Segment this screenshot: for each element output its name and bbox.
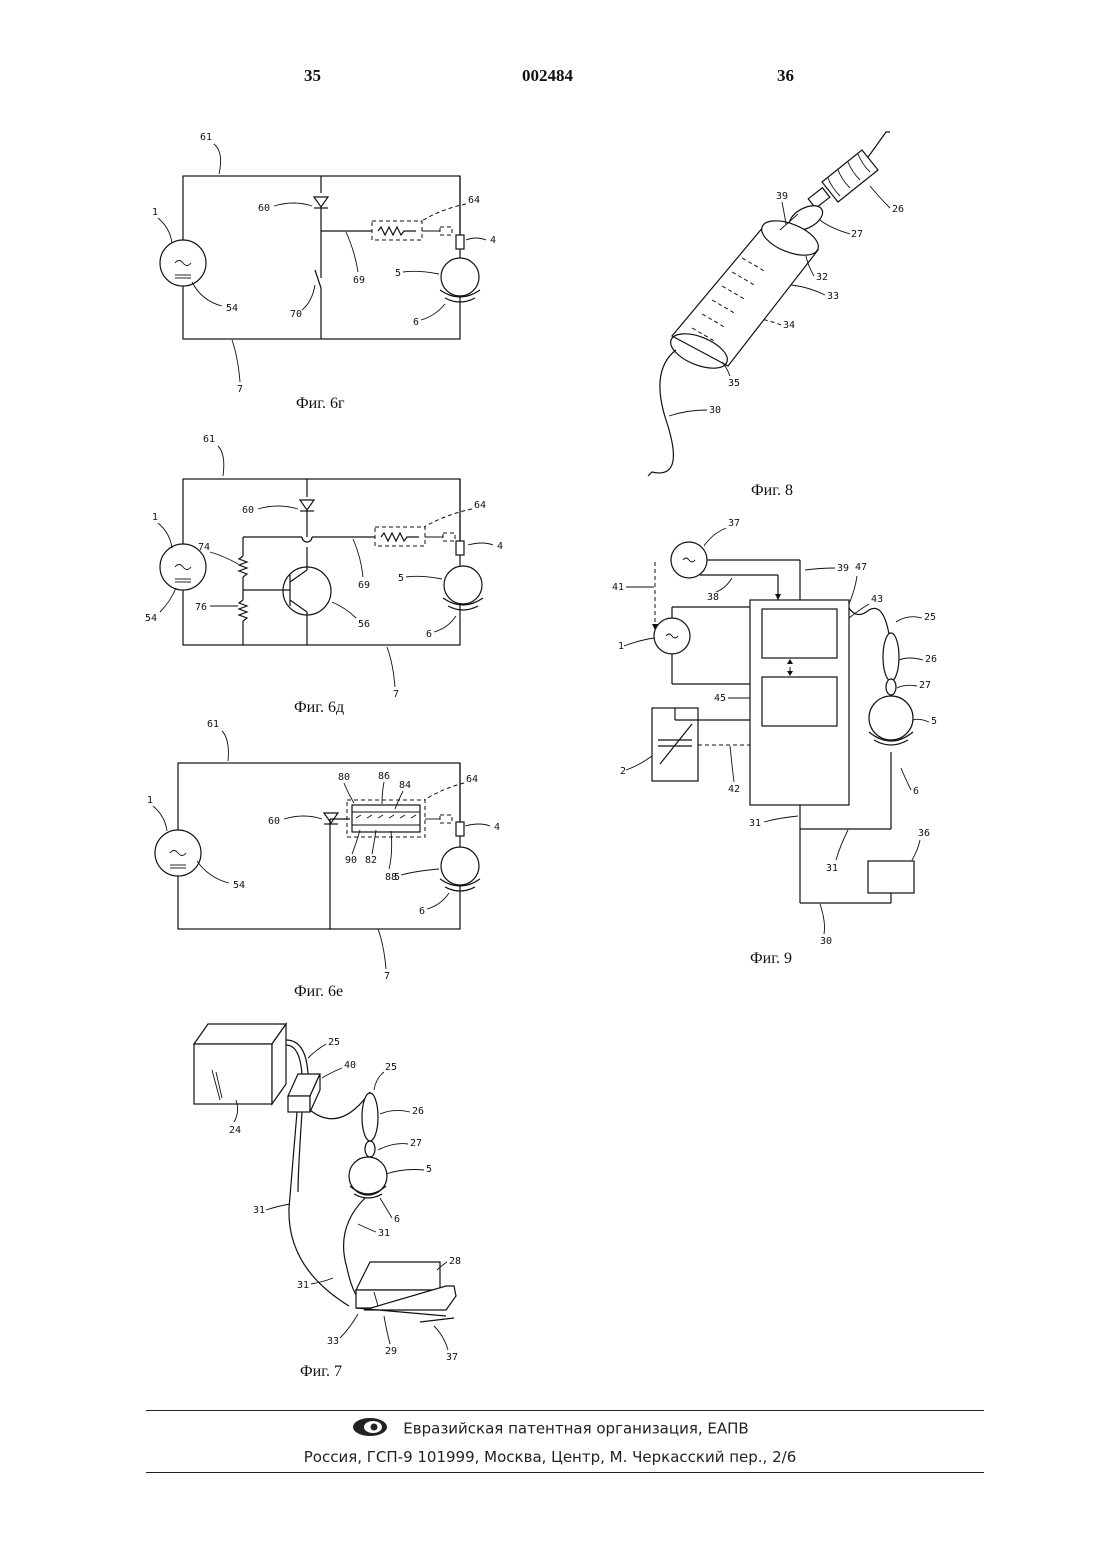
reference-numeral: 31 [378, 1228, 390, 1239]
reference-numeral: 26 [412, 1106, 424, 1117]
reference-numeral: 25 [385, 1062, 397, 1073]
eapo-logo-icon [351, 1416, 389, 1442]
reference-numeral: 25 [924, 612, 936, 623]
reference-numeral: 37 [446, 1352, 458, 1363]
reference-numeral: 29 [385, 1346, 397, 1357]
figure-9: 37 39 47 41 38 43 25 1 26 27 45 5 2 42 6… [612, 518, 937, 967]
reference-numeral: 39 [837, 563, 849, 574]
reference-numeral: 35 [728, 378, 740, 389]
caption-fig-6g: Фиг. 6г [296, 395, 345, 412]
reference-numeral: 27 [851, 229, 863, 240]
reference-numeral: 64 [468, 195, 480, 206]
reference-numeral: 31 [253, 1205, 265, 1216]
reference-numeral: 54 [233, 880, 245, 891]
reference-numeral: 42 [728, 784, 740, 795]
caption-fig-7: Фиг. 7 [300, 1363, 342, 1380]
footer-rule-top [146, 1410, 984, 1411]
reference-numeral: 31 [749, 818, 761, 829]
reference-numeral: 7 [384, 971, 390, 982]
reference-numeral: 82 [365, 855, 377, 866]
footer-org-text: Евразийская патентная организация, ЕАПВ [403, 1420, 748, 1438]
footer-address: Россия, ГСП-9 101999, Москва, Центр, М. … [0, 1448, 1100, 1466]
reference-numeral: 38 [707, 592, 719, 603]
reference-numeral: 4 [490, 235, 496, 246]
reference-numeral: 39 [776, 191, 788, 202]
reference-numeral: 34 [783, 320, 795, 331]
reference-numeral: 1 [147, 795, 153, 806]
reference-numeral: 69 [353, 275, 365, 286]
reference-numeral: 27 [919, 680, 931, 691]
reference-numeral: 32 [816, 272, 828, 283]
reference-numeral: 60 [242, 505, 254, 516]
figure-6g: 61 1 60 64 4 69 5 54 70 6 7 Фиг. 6г [152, 132, 496, 412]
reference-numeral: 6 [419, 906, 425, 917]
figure-6e: 61 1 80 86 84 64 60 4 90 82 88 5 54 6 7 … [147, 719, 500, 1000]
reference-numeral: 86 [378, 771, 390, 782]
reference-numeral: 80 [338, 772, 350, 783]
reference-numeral: 60 [268, 816, 280, 827]
figure-6d: 61 1 60 64 4 74 69 5 54 76 56 6 7 Фиг. 6… [145, 434, 503, 716]
reference-numeral: 1 [618, 641, 624, 652]
reference-numeral: 6 [413, 317, 419, 328]
reference-numeral: 47 [855, 562, 867, 573]
reference-numeral: 64 [474, 500, 486, 511]
reference-numeral: 1 [152, 512, 158, 523]
reference-numeral: 56 [358, 619, 370, 630]
reference-numeral: 40 [344, 1060, 356, 1071]
reference-numeral: 5 [931, 716, 937, 727]
reference-numeral: 61 [200, 132, 212, 143]
reference-numeral: 70 [290, 309, 302, 320]
reference-numeral: 6 [426, 629, 432, 640]
reference-numeral: 7 [237, 384, 243, 395]
reference-numeral: 33 [327, 1336, 339, 1347]
reference-numeral: 43 [871, 594, 883, 605]
reference-numeral: 24 [229, 1125, 241, 1136]
reference-numeral: 25 [328, 1037, 340, 1048]
reference-numeral: 26 [925, 654, 937, 665]
reference-numeral: 64 [466, 774, 478, 785]
reference-numeral: 31 [297, 1280, 309, 1291]
reference-numeral: 90 [345, 855, 357, 866]
reference-numeral: 27 [410, 1138, 422, 1149]
reference-numeral: 76 [195, 602, 207, 613]
reference-numeral: 36 [918, 828, 930, 839]
reference-numeral: 33 [827, 291, 839, 302]
caption-fig-6d: Фиг. 6д [294, 699, 344, 716]
reference-numeral: 61 [207, 719, 219, 730]
reference-numeral: 30 [820, 936, 832, 947]
figure-8: 39 26 27 32 33 34 35 30 Фиг. 8 [648, 132, 904, 499]
reference-numeral: 26 [892, 204, 904, 215]
reference-numeral: 4 [494, 822, 500, 833]
reference-numeral: 5 [426, 1164, 432, 1175]
reference-numeral: 28 [449, 1256, 461, 1267]
reference-numeral: 45 [714, 693, 726, 704]
reference-numeral: 7 [393, 689, 399, 700]
patent-drawings: 61 1 60 64 4 69 5 54 70 6 7 Фиг. 6г [0, 0, 1100, 1400]
reference-numeral: 4 [497, 541, 503, 552]
reference-numeral: 2 [620, 766, 626, 777]
reference-numeral: 1 [152, 207, 158, 218]
reference-numeral: 54 [226, 303, 238, 314]
reference-numeral: 74 [198, 542, 210, 553]
reference-numeral: 5 [394, 872, 400, 883]
reference-numeral: 69 [358, 580, 370, 591]
footer-rule-bottom [146, 1472, 984, 1473]
reference-numeral: 61 [203, 434, 215, 445]
caption-fig-9: Фиг. 9 [750, 950, 792, 967]
reference-numeral: 31 [826, 863, 838, 874]
reference-numeral: 84 [399, 780, 411, 791]
reference-numeral: 6 [913, 786, 919, 797]
caption-fig-8: Фиг. 8 [751, 482, 793, 499]
reference-numeral: 5 [398, 573, 404, 584]
reference-numeral: 41 [612, 582, 624, 593]
caption-fig-6e: Фиг. 6е [294, 983, 343, 1000]
reference-numeral: 60 [258, 203, 270, 214]
reference-numeral: 5 [395, 268, 401, 279]
reference-numeral: 6 [394, 1214, 400, 1225]
figure-7: 25 40 25 24 26 27 5 31 6 31 28 31 33 29 … [194, 1024, 461, 1380]
footer-org: Евразийская патентная организация, ЕАПВ [0, 1416, 1100, 1442]
reference-numeral: 30 [709, 405, 721, 416]
reference-numeral: 37 [728, 518, 740, 529]
reference-numeral: 54 [145, 613, 157, 624]
